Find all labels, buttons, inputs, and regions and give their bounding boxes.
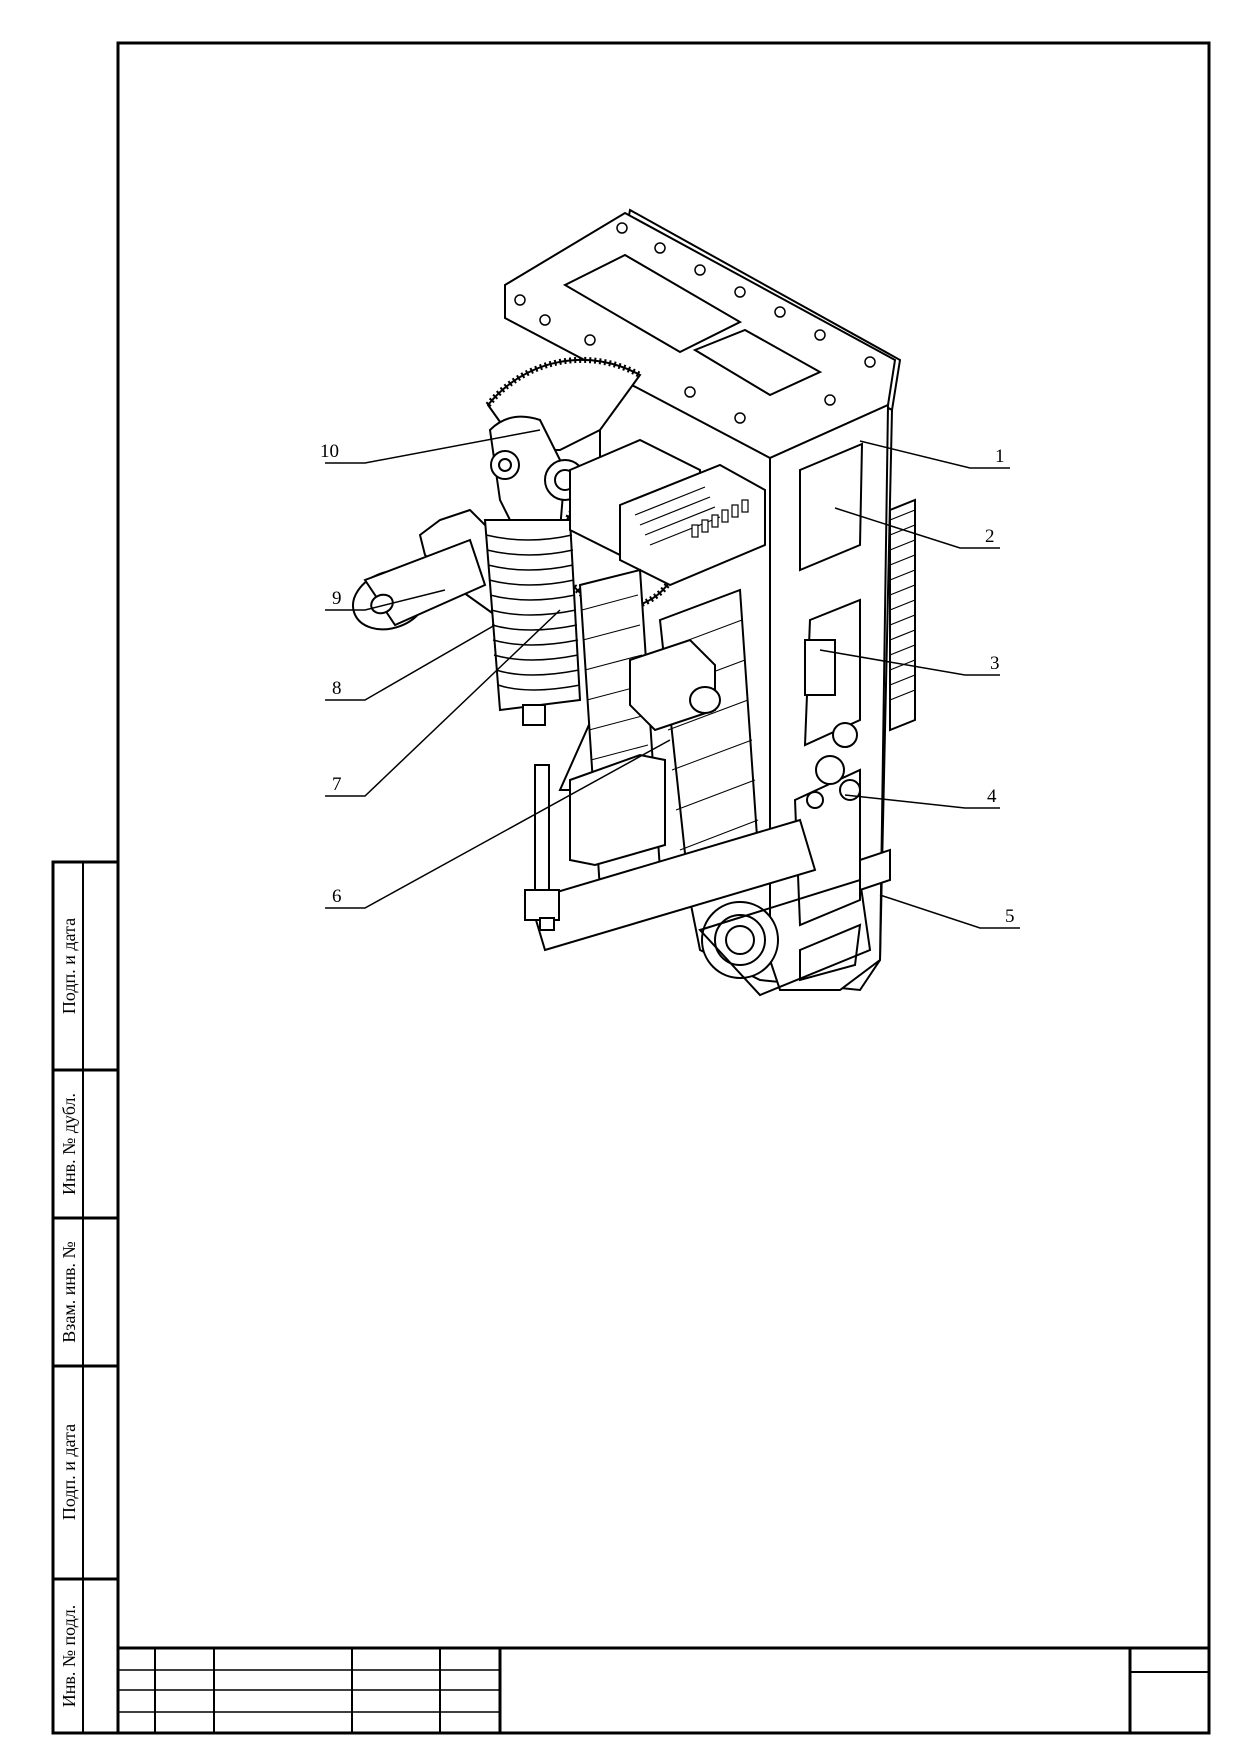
leader-1 (859, 440, 1010, 469)
callout-8: 8 (332, 678, 342, 699)
callout-4: 4 (987, 786, 997, 807)
stamp-field-sign-date-1: Подп. и дата (59, 918, 79, 1014)
leader-4 (844, 794, 1000, 809)
callout-3: 3 (990, 653, 1000, 674)
callout-9: 9 (332, 588, 342, 609)
callout-numbers: 1 2 3 4 5 6 7 8 9 10 (320, 441, 1015, 927)
side-stamp: Подп. и дата Инв. № дубл. Взам. инв. № П… (51, 860, 120, 1735)
callout-1: 1 (995, 446, 1005, 467)
leader-6 (325, 739, 671, 909)
stamp-field-dup-inv: Инв. № дубл. (59, 1093, 79, 1195)
callout-5: 5 (1005, 906, 1015, 927)
stamp-field-sign-date-2: Подп. и дата (59, 1424, 79, 1520)
callout-7: 7 (332, 774, 342, 795)
leader-3 (819, 649, 1000, 676)
stamp-field-orig-inv: Инв. № подл. (59, 1605, 79, 1708)
callout-2: 2 (985, 526, 995, 547)
leader-7 (325, 609, 561, 797)
leader-8 (325, 624, 496, 701)
callouts (325, 429, 1020, 929)
leader-10 (325, 429, 541, 464)
leader-5 (879, 894, 1020, 929)
assembly-illustration (352, 208, 916, 997)
callout-6: 6 (332, 886, 342, 907)
leader-9 (325, 589, 446, 611)
title-block (118, 1646, 1209, 1733)
callout-10: 10 (320, 441, 339, 462)
stamp-field-replace-inv: Взам. инв. № (59, 1241, 79, 1342)
leader-2 (834, 507, 1000, 549)
